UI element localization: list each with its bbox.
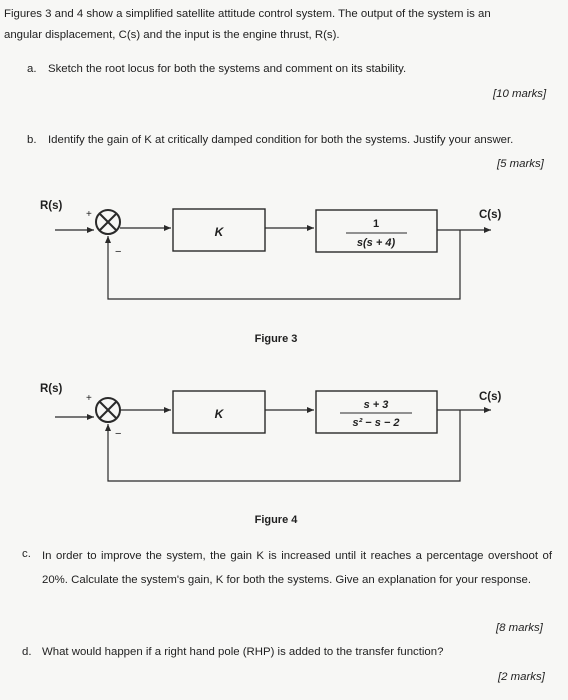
fig4-k-block — [172, 390, 266, 434]
question-b-text: Identify the gain of K at critically dam… — [48, 134, 514, 146]
question-d-text: What would happen if a right hand pole (… — [42, 646, 444, 658]
fig3-plus-sign: + — [86, 209, 92, 220]
fig3-caption: Figure 3 — [255, 333, 298, 345]
question-d-marks: [2 marks] — [498, 671, 545, 683]
intro-line-1: Figures 3 and 4 show a simplified satell… — [4, 8, 491, 20]
question-c-letter: c. — [22, 548, 31, 560]
fig3-k-block — [172, 208, 266, 252]
fig4-input-label: R(s) — [40, 383, 63, 395]
figure-4-labels: R(s) C(s) + − K s + 3 s² − s − 2 Figure … — [40, 383, 502, 526]
fig4-k-label: K — [215, 407, 225, 421]
fig4-plant-block — [315, 390, 438, 434]
fig3-output-label: C(s) — [479, 209, 502, 221]
question-d-letter: d. — [22, 646, 32, 658]
question-b-marks: [5 marks] — [497, 158, 544, 170]
fig3-input-label: R(s) — [40, 200, 63, 212]
fig4-minus-sign: − — [115, 428, 121, 440]
intro-line-2: angular displacement, C(s) and the input… — [4, 29, 340, 41]
fig4-plant-denominator: s² − s − 2 — [352, 417, 399, 429]
fig3-minus-sign: − — [115, 246, 121, 258]
fig3-plant-block — [315, 209, 438, 253]
fig4-feedback-path — [105, 410, 461, 482]
fig4-caption: Figure 4 — [255, 514, 299, 526]
question-a-marks: [10 marks] — [493, 88, 547, 100]
intro-paragraph: Figures 3 and 4 show a simplified satell… — [4, 4, 560, 46]
fig4-plant-numerator: s + 3 — [364, 399, 389, 411]
question-c-marks: [8 marks] — [496, 622, 543, 634]
fig4-summing-junction — [95, 397, 121, 423]
fig3-plant-denominator: s(s + 4) — [357, 237, 396, 249]
figure-4-diagram — [55, 390, 491, 482]
fig3-feedback-path — [105, 230, 461, 300]
figure-3-diagram — [55, 208, 491, 300]
question-a-text: Sketch the root locus for both the syste… — [48, 63, 407, 75]
fig3-k-label: K — [215, 225, 225, 239]
block-diagrams: R(s) C(s) + − K 1 s(s + 4) Figure 3 R(s)… — [40, 200, 502, 526]
fig3-plant-numerator: 1 — [373, 218, 379, 230]
question-b-letter: b. — [27, 134, 37, 146]
figure-3-labels: R(s) C(s) + − K 1 s(s + 4) Figure 3 — [40, 200, 502, 345]
fig4-output-label: C(s) — [479, 391, 502, 403]
fig3-summing-junction — [95, 209, 121, 235]
fig4-plus-sign: + — [86, 393, 92, 404]
question-a-letter: a. — [27, 63, 37, 75]
question-c-text: In order to improve the system, the gain… — [42, 550, 552, 586]
